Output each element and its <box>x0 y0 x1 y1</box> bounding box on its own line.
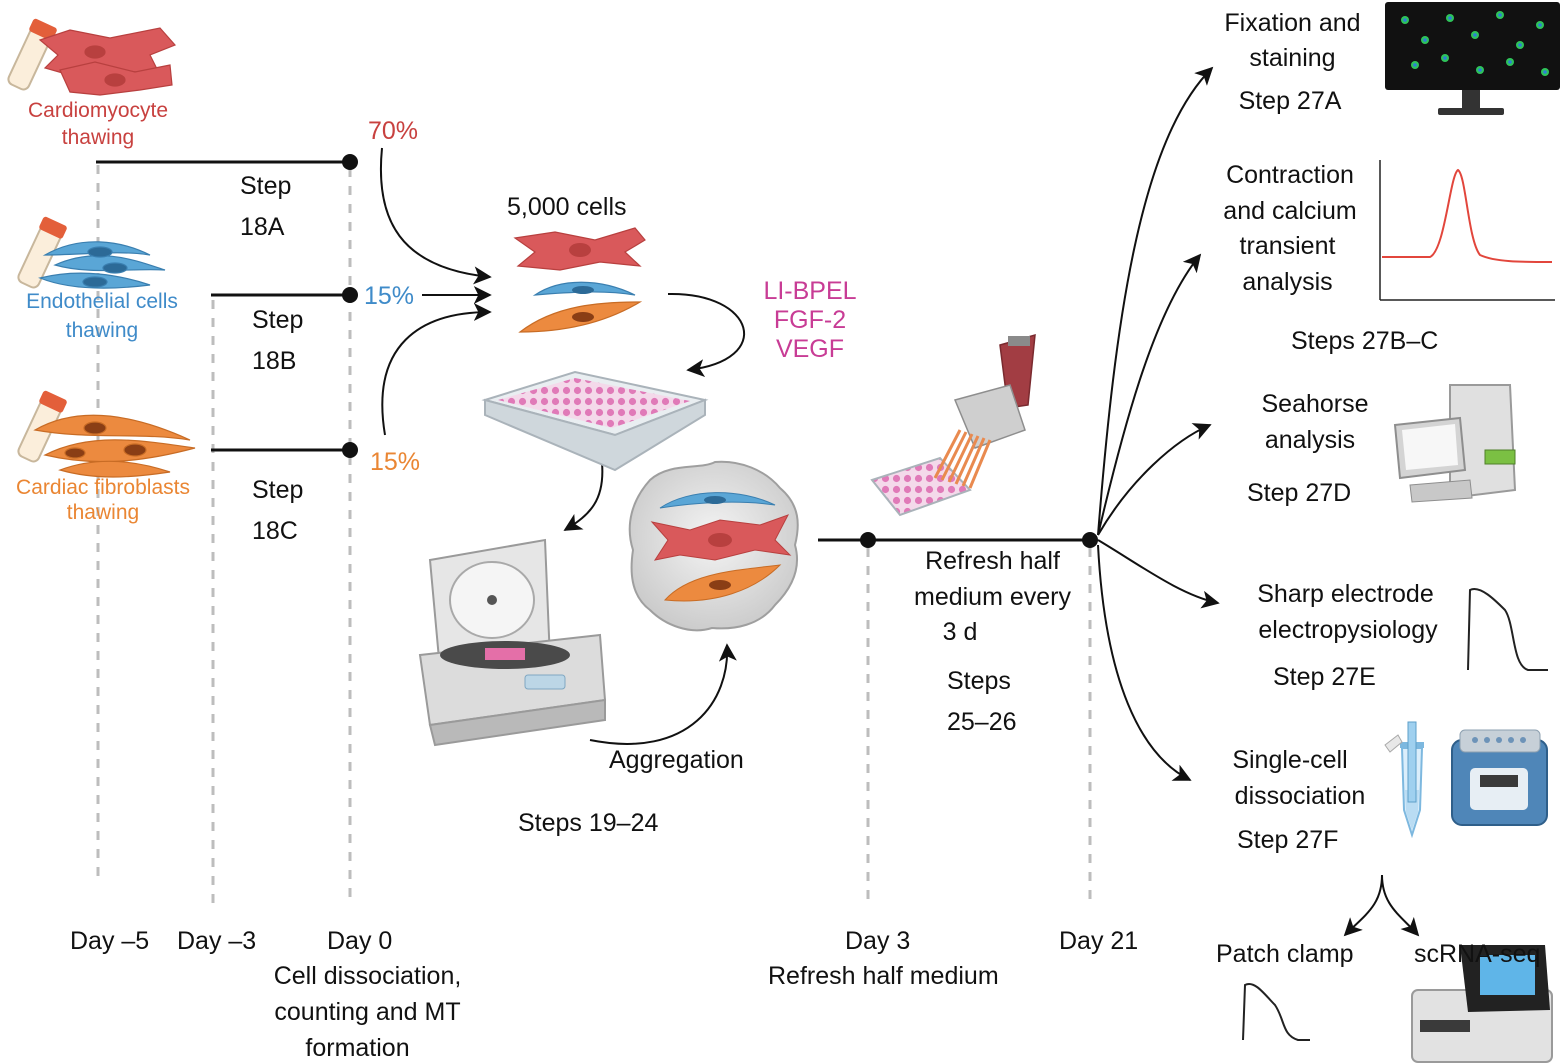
calcium-trace-icon <box>1379 160 1555 301</box>
sequencer-icon <box>1411 945 1553 1063</box>
fibroblast-label-line1: Cardiac fibroblasts <box>16 476 190 499</box>
singlecell-line2: dissociation <box>1234 782 1366 810</box>
singlecell-line1: Single-cell <box>1232 746 1348 774</box>
centrifuge-icon <box>418 538 607 747</box>
arrow-scrna <box>1381 874 1420 937</box>
arrow-factors-plate <box>667 292 746 378</box>
day-0: Day 0 <box>327 927 393 955</box>
steps-19-24: Steps 19–24 <box>518 809 659 837</box>
arrow-cm-mix <box>379 147 492 285</box>
factor-vegf: VEGF <box>775 335 845 363</box>
endothelial-cell-icon <box>38 241 166 289</box>
dot-day3 <box>860 532 876 548</box>
percent-fibroblast: 15% <box>370 448 421 476</box>
arrow-patch <box>1343 874 1383 937</box>
dot-cf <box>342 442 358 458</box>
fibroblast-label-line2: thawing <box>66 501 140 524</box>
step-18b-number: 18B <box>252 347 297 375</box>
action-potential-icon <box>1242 983 1310 1041</box>
scrna-seq-label: scRNA-seq <box>1414 940 1541 968</box>
fixation-line1: Fixation and <box>1224 9 1361 37</box>
thermomixer-icon <box>1451 729 1548 826</box>
seahorse-line2: analysis <box>1264 426 1356 454</box>
patch-clamp-label: Patch clamp <box>1216 940 1354 968</box>
seahorse-analyzer-icon <box>1393 384 1517 503</box>
refresh-line1: Refresh half <box>925 547 1060 575</box>
cardiomyocyte-label-line2: thawing <box>61 126 135 149</box>
seahorse-step: Step 27D <box>1247 479 1352 507</box>
steps-25-26-label: Steps <box>947 667 1011 695</box>
refresh-line2: medium every <box>914 583 1071 611</box>
sharp-line2: electropysiology <box>1258 616 1438 644</box>
step-18b-label: Step <box>252 306 304 334</box>
day-0-desc-1: Cell dissociation, <box>273 962 462 990</box>
step-18a-number: 18A <box>240 213 285 241</box>
step-18c-number: 18C <box>252 517 298 545</box>
arrow-out-f <box>1097 544 1192 781</box>
day-0-desc-3: formation <box>305 1034 410 1062</box>
mixed-cells <box>513 227 646 333</box>
contraction-line4: analysis <box>1242 268 1333 296</box>
day-3-desc: Refresh half medium <box>768 962 999 990</box>
contraction-step: Steps 27B–C <box>1291 327 1439 355</box>
arrow-out-b <box>1097 253 1202 536</box>
steps-25-26-number: 25–26 <box>947 708 1017 736</box>
contraction-line3: transient <box>1239 232 1336 260</box>
arrow-cf-mix <box>381 303 492 436</box>
arrow-out-d <box>1097 423 1212 536</box>
well-plate-icon <box>481 370 709 472</box>
day-minus3: Day –3 <box>177 927 257 955</box>
factor-li-bpel: LI-BPEL <box>763 277 857 305</box>
day-guides <box>96 165 1092 905</box>
percent-endothelial: 15% <box>364 282 415 310</box>
cell-count: 5,000 cells <box>507 193 627 221</box>
arrow-plate-centrifuge <box>563 462 604 531</box>
cardiomyocyte-icon <box>38 27 177 96</box>
multichannel-pipette-icon <box>870 333 1036 517</box>
contraction-line1: Contraction <box>1226 161 1354 189</box>
dot-day21 <box>1082 532 1098 548</box>
timeline-dots <box>342 154 1098 548</box>
aggregation-label: Aggregation <box>609 746 744 774</box>
dot-cm <box>342 154 358 170</box>
fixation-step: Step 27A <box>1238 87 1342 115</box>
day-0-desc-2: counting and MT <box>274 998 461 1026</box>
fixation-line2: staining <box>1249 44 1336 72</box>
action-potential-icon <box>1467 588 1548 671</box>
percent-cardiomyocyte: 70% <box>368 117 419 145</box>
dot-ec <box>342 287 358 303</box>
endothelial-label-line1: Endothelial cells <box>26 290 178 313</box>
singlecell-step: Step 27F <box>1237 826 1339 854</box>
day-21: Day 21 <box>1059 927 1139 955</box>
cell-vial-icon <box>7 18 67 463</box>
sharp-line1: Sharp electrode <box>1257 580 1434 608</box>
arrow-out-e <box>1097 539 1220 609</box>
endothelial-label-line2: thawing <box>65 319 139 342</box>
day-minus5: Day –5 <box>70 927 150 955</box>
step-18a-label: Step <box>240 172 292 200</box>
fibroblast-icon <box>33 414 196 478</box>
tube-icon <box>1384 721 1424 839</box>
cardiomyocyte-label-line1: Cardiomyocyte <box>28 99 169 122</box>
arrow-out-a <box>1097 66 1214 536</box>
arrow-aggregation <box>589 643 737 745</box>
day-3: Day 3 <box>845 927 911 955</box>
seahorse-line1: Seahorse <box>1261 390 1369 418</box>
flow-arrows <box>379 66 1420 937</box>
factor-fgf2: FGF-2 <box>773 306 847 334</box>
monitor-icon <box>1385 2 1560 115</box>
contraction-line2: and calcium <box>1223 197 1357 225</box>
step-18c-label: Step <box>252 476 304 504</box>
microtissue-icon <box>628 460 799 632</box>
refresh-line3: 3 d <box>942 618 978 646</box>
sharp-step: Step 27E <box>1273 663 1376 691</box>
